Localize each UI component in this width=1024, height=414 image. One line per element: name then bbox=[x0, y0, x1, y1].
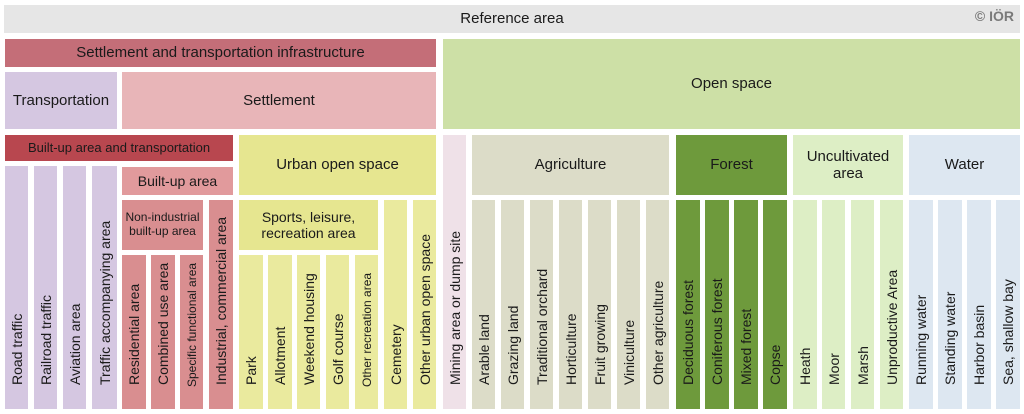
leaf-label: Residential area bbox=[126, 283, 142, 385]
leaf-label: Traditional orchard bbox=[533, 268, 550, 385]
leaf-traditional-orchard: Traditional orchard bbox=[530, 200, 553, 409]
leaf-label: Harbor basin bbox=[971, 304, 987, 385]
built-up-and-transportation: Built-up area and transportation bbox=[5, 135, 233, 161]
leaf-label: Park bbox=[243, 356, 259, 385]
urban-open-space: Urban open space bbox=[239, 135, 436, 195]
leaf-marsh: Marsh bbox=[851, 200, 874, 409]
agriculture: Agriculture bbox=[472, 135, 669, 195]
open-space-label: Open space bbox=[691, 75, 772, 93]
water-label: Water bbox=[944, 156, 985, 174]
leaf-golf-course: Golf course bbox=[326, 255, 349, 409]
built-up-area-label: Built-up area bbox=[137, 172, 218, 189]
settlement: Settlement bbox=[122, 72, 436, 129]
leaf-label: Aviation area bbox=[66, 303, 83, 385]
leaf-industrial-commercial-area: Industrial, commercial area bbox=[209, 200, 233, 409]
leaf-unproductive-area: Unproductive Area bbox=[880, 200, 903, 409]
leaf-moor: Moor bbox=[822, 200, 845, 409]
leaf-traffic-accompanying-area: Traffic accompanying area bbox=[92, 166, 117, 409]
leaf-heath: Heath bbox=[793, 200, 817, 409]
leaf-label: Weekend housing bbox=[300, 273, 317, 385]
leaf-coniferous-forest: Coniferous forest bbox=[705, 200, 729, 409]
leaf-label: Combined use area bbox=[155, 262, 171, 385]
transportation: Transportation bbox=[5, 72, 117, 129]
leaf-combined-use-area: Combined use area bbox=[151, 255, 175, 409]
leaf-aviation-area: Aviation area bbox=[63, 166, 86, 409]
non-industrial-label: Non-industrial built-up area bbox=[125, 210, 200, 238]
agriculture-label: Agriculture bbox=[534, 156, 607, 174]
leaf-label: Other urban open space bbox=[416, 234, 433, 385]
copyright: © IÖR bbox=[974, 8, 1014, 24]
leaf-mining-area: Mining area or dump site bbox=[443, 135, 466, 409]
settlement-infrastructure-label: Settlement and transportation infrastruc… bbox=[76, 44, 365, 62]
leaf-fruit-growing: Fruit growing bbox=[588, 200, 611, 409]
leaf-residential-area: Residential area bbox=[122, 255, 146, 409]
reference-area: Reference area bbox=[4, 5, 1020, 33]
leaf-label: Traffic accompanying area bbox=[96, 220, 113, 385]
leaf-other-recreation-area: Other recreation area bbox=[355, 255, 378, 409]
leaf-other-urban-open-space: Other urban open space bbox=[413, 200, 436, 409]
leaf-horticulture: Horticulture bbox=[559, 200, 582, 409]
leaf-other-agriculture: Other agriculture bbox=[646, 200, 669, 409]
leaf-mixed-forest: Mixed forest bbox=[734, 200, 758, 409]
transportation-label: Transportation bbox=[12, 91, 110, 109]
leaf-label: Mining area or dump site bbox=[446, 230, 463, 385]
leaf-label: Allotment bbox=[272, 326, 288, 385]
leaf-label: Coniferous forest bbox=[709, 278, 725, 385]
leaf-grazing-land: Grazing land bbox=[501, 200, 524, 409]
leaf-label: Cemetery bbox=[387, 324, 404, 385]
leaf-sea-shallow-bay: Sea, shallow bay bbox=[996, 200, 1020, 409]
leaf-label: Running water bbox=[913, 294, 929, 385]
leaf-copse: Copse bbox=[763, 200, 787, 409]
sports-label: Sports, leisure, recreation area bbox=[261, 208, 356, 241]
uncultivated-area: Uncultivated area bbox=[793, 135, 903, 195]
leaf-label: Unproductive Area bbox=[883, 269, 900, 385]
open-space: Open space bbox=[443, 39, 1020, 129]
leaf-running-water: Running water bbox=[909, 200, 933, 409]
leaf-label: Marsh bbox=[854, 346, 871, 385]
settlement-infrastructure: Settlement and transportation infrastruc… bbox=[5, 39, 436, 67]
leaf-label: Other recreation area bbox=[359, 272, 374, 387]
forest: Forest bbox=[676, 135, 787, 195]
leaf-label: Other agriculture bbox=[649, 280, 666, 385]
settlement-label: Settlement bbox=[243, 91, 315, 109]
leaf-label: Railroad traffic bbox=[37, 294, 54, 385]
leaf-harbor-basin: Harbor basin bbox=[967, 200, 991, 409]
leaf-label: Heath bbox=[797, 347, 813, 385]
leaf-label: Viniculture bbox=[620, 319, 637, 385]
leaf-railroad-traffic: Railroad traffic bbox=[34, 166, 57, 409]
urban-open-space-label: Urban open space bbox=[276, 156, 399, 174]
leaf-arable-land: Arable land bbox=[472, 200, 495, 409]
uncultivated-label: Uncultivated area bbox=[806, 147, 890, 182]
leaf-label: Specific functional area bbox=[184, 262, 199, 387]
leaf-standing-water: Standing water bbox=[938, 200, 962, 409]
built-up-and-transportation-label: Built-up area and transportation bbox=[27, 139, 211, 155]
leaf-label: Deciduous forest bbox=[680, 279, 696, 385]
reference-area-label: Reference area bbox=[460, 10, 564, 28]
leaf-label: Grazing land bbox=[504, 305, 521, 385]
leaf-weekend-housing: Weekend housing bbox=[297, 255, 320, 409]
built-up-area: Built-up area bbox=[122, 167, 233, 195]
leaf-allotment: Allotment bbox=[268, 255, 292, 409]
leaf-label: Sea, shallow bay bbox=[1000, 279, 1016, 385]
non-industrial-built-up: Non-industrial built-up area bbox=[122, 200, 203, 250]
forest-label: Forest bbox=[710, 156, 753, 174]
leaf-deciduous-forest: Deciduous forest bbox=[676, 200, 700, 409]
leaf-specific-functional-area: Specific functional area bbox=[180, 255, 203, 409]
leaf-label: Copse bbox=[767, 344, 783, 385]
leaf-label: Horticulture bbox=[562, 313, 579, 385]
leaf-label: Arable land bbox=[475, 314, 492, 385]
leaf-label: Fruit growing bbox=[591, 304, 608, 385]
leaf-park: Park bbox=[239, 255, 263, 409]
sports-leisure-recreation: Sports, leisure, recreation area bbox=[239, 200, 378, 250]
leaf-label: Moor bbox=[825, 353, 842, 385]
leaf-road-traffic: Road traffic bbox=[5, 166, 28, 409]
leaf-viniculture: Viniculture bbox=[617, 200, 640, 409]
leaf-label: Road traffic bbox=[8, 313, 25, 385]
leaf-label: Standing water bbox=[942, 291, 958, 385]
leaf-label: Industrial, commercial area bbox=[213, 216, 229, 385]
leaf-label: Mixed forest bbox=[738, 308, 754, 385]
leaf-label: Golf course bbox=[329, 313, 346, 385]
leaf-cemetery: Cemetery bbox=[384, 200, 407, 409]
water: Water bbox=[909, 135, 1020, 195]
